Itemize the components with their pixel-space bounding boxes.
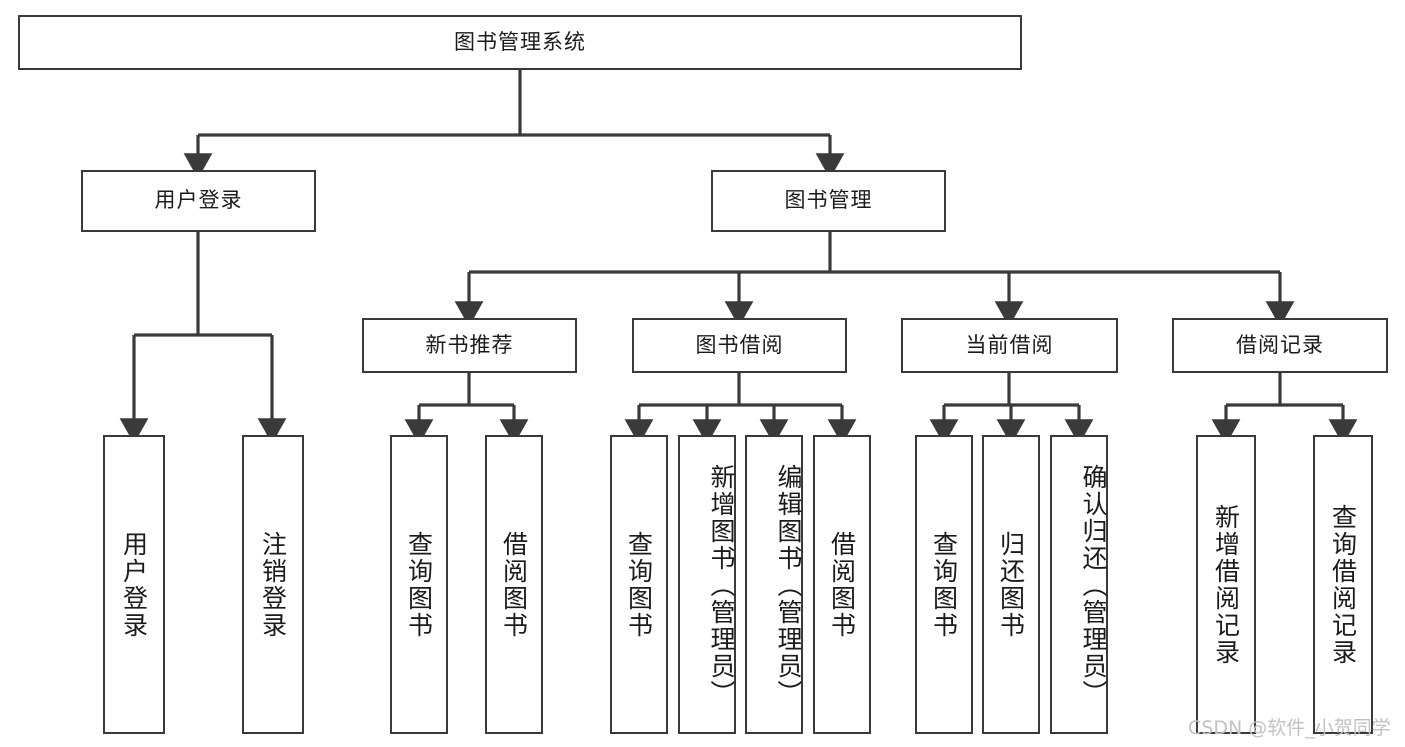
node-current-borrow[interactable]: 当前借阅 <box>901 318 1118 373</box>
node-leaf-add-record[interactable]: 新增借阅记录 <box>1196 435 1256 734</box>
node-root-label: 图书管理系统 <box>454 29 586 54</box>
node-leaf-user-logout[interactable]: 注销登录 <box>242 435 304 734</box>
node-leaf-edit-book[interactable]: 编辑图书（管理员） <box>745 435 803 734</box>
node-user-login[interactable]: 用户登录 <box>81 170 316 232</box>
node-leaf-confirm-return-label: 确认归还（管理员） <box>1079 464 1108 707</box>
node-leaf-return-book[interactable]: 归还图书 <box>982 435 1040 734</box>
node-leaf-add-record-label: 新增借阅记录 <box>1211 503 1241 666</box>
node-leaf-add-book-label: 新增图书（管理员） <box>707 464 736 707</box>
node-current-borrow-label: 当前借阅 <box>965 332 1054 357</box>
node-new-book-rec-label: 新书推荐 <box>425 332 514 357</box>
node-leaf-edit-book-label: 编辑图书（管理员） <box>774 464 803 707</box>
node-leaf-query-book-2-label: 查询图书 <box>624 530 654 639</box>
node-borrow-record-label: 借阅记录 <box>1236 332 1324 357</box>
node-leaf-borrow-book-1[interactable]: 借阅图书 <box>485 435 543 734</box>
node-book-manage-label: 图书管理 <box>784 188 873 213</box>
node-leaf-query-book-3-label: 查询图书 <box>929 530 959 639</box>
node-leaf-query-book-3[interactable]: 查询图书 <box>915 435 973 734</box>
node-leaf-borrow-book-2[interactable]: 借阅图书 <box>813 435 871 734</box>
node-leaf-user-login[interactable]: 用户登录 <box>103 435 165 734</box>
node-leaf-query-record[interactable]: 查询借阅记录 <box>1313 435 1373 734</box>
node-leaf-borrow-book-1-label: 借阅图书 <box>499 530 529 639</box>
node-root[interactable]: 图书管理系统 <box>18 15 1022 70</box>
node-leaf-query-book-1-label: 查询图书 <box>404 530 434 639</box>
node-book-borrow-label: 图书借阅 <box>695 332 784 357</box>
node-book-borrow[interactable]: 图书借阅 <box>632 318 847 373</box>
node-leaf-confirm-return[interactable]: 确认归还（管理员） <box>1050 435 1108 734</box>
node-leaf-borrow-book-2-label: 借阅图书 <box>827 530 857 639</box>
node-leaf-query-record-label: 查询借阅记录 <box>1328 503 1358 666</box>
node-leaf-user-logout-label: 注销登录 <box>258 530 288 639</box>
node-leaf-return-book-label: 归还图书 <box>996 530 1026 639</box>
watermark-text: CSDN @软件_小贺同学 <box>1188 717 1391 739</box>
node-new-book-rec[interactable]: 新书推荐 <box>362 318 577 373</box>
node-leaf-user-login-label: 用户登录 <box>119 530 149 639</box>
node-leaf-query-book-1[interactable]: 查询图书 <box>390 435 448 734</box>
node-leaf-query-book-2[interactable]: 查询图书 <box>610 435 668 734</box>
node-user-login-label: 用户登录 <box>154 188 243 213</box>
node-leaf-add-book[interactable]: 新增图书（管理员） <box>678 435 736 734</box>
node-book-manage[interactable]: 图书管理 <box>711 170 946 232</box>
node-borrow-record[interactable]: 借阅记录 <box>1172 318 1388 373</box>
